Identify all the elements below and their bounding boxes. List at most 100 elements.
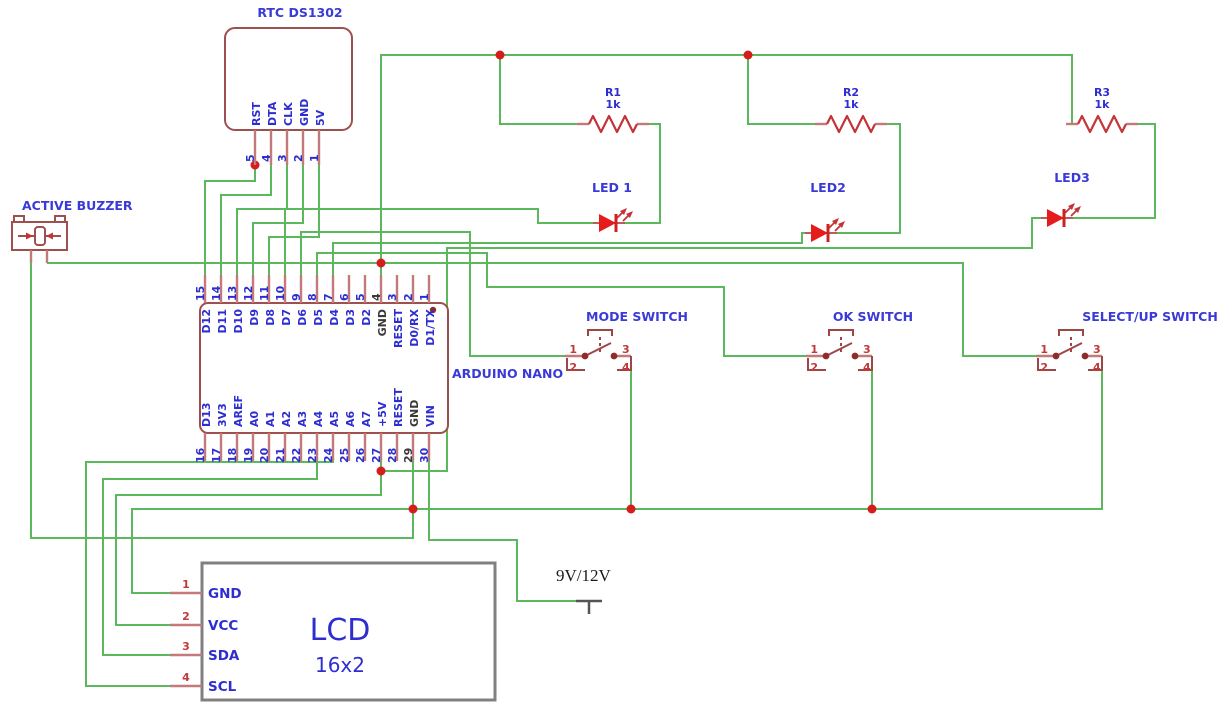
- switch-pin-number: 1: [569, 343, 577, 356]
- resistor-zigzag: [588, 114, 638, 134]
- arduino-bottom-pin-number: 21: [274, 448, 287, 463]
- ok-switch-label: OK SWITCH: [833, 309, 913, 324]
- led2-component: LED2: [805, 180, 846, 242]
- switch-bracket-right: [858, 356, 873, 371]
- wire-r1-feed: [499, 55, 577, 125]
- arduino-bottom-pin-number: 27: [370, 448, 383, 463]
- led-label: LED3: [1054, 170, 1090, 185]
- wire-r1-led1: [625, 123, 661, 224]
- led-label: LED 1: [592, 180, 632, 195]
- arduino-component: ARDUINO NANO: [199, 302, 563, 434]
- arduino-bottom-pin-number: 25: [338, 448, 351, 463]
- rtc-pin-number: 3: [276, 154, 289, 162]
- resistor-zigzag: [1077, 114, 1127, 134]
- arduino-bottom-pin-label: A6: [344, 410, 357, 427]
- lcd-pin-label: GND: [208, 586, 242, 602]
- rtc-pin-number: 2: [292, 154, 305, 162]
- arduino-bottom-pin-number: 19: [242, 448, 255, 463]
- arduino-top-pin-number: 1: [418, 293, 431, 301]
- wire-mode-feed: [300, 231, 566, 357]
- wire-r2-feed: [747, 55, 815, 125]
- junction-dot: [408, 504, 418, 514]
- resistor-value: 1k: [1095, 98, 1111, 111]
- arduino-bottom-pin-label: A4: [312, 410, 325, 427]
- wire-buzzer-select-feed: [47, 262, 1037, 357]
- wire-gnd-rail: [131, 370, 1103, 594]
- arduino-top-pin-number: 6: [338, 293, 351, 301]
- switch-contact: [822, 352, 830, 360]
- junction-dot: [867, 504, 877, 514]
- led3-component: LED3: [1041, 170, 1090, 227]
- junction-dots: [250, 50, 877, 514]
- ok-switch-component: [806, 329, 873, 371]
- arduino-bottom-pin-number: 29: [402, 448, 415, 463]
- lcd-subtitle: 16x2: [315, 653, 365, 677]
- arduino-bottom-pin-number: 17: [210, 448, 223, 463]
- switch-pin-number: 2: [810, 361, 818, 374]
- select-up-switch-component: [1036, 329, 1103, 371]
- led-ray-head: [838, 221, 845, 228]
- switch-cap: [1058, 329, 1084, 336]
- arduino-top-pin-label: D5: [312, 309, 325, 326]
- arduino-top-pin-number: 12: [242, 286, 255, 301]
- switch-contact: [581, 352, 589, 360]
- arduino-top-pin-number: 4: [370, 293, 383, 301]
- switch-pin-number: 3: [863, 343, 871, 356]
- rtc-pin-label: DTA: [266, 101, 279, 126]
- arduino-bottom-pin-label: D13: [200, 403, 213, 427]
- wire-a4-sda: [102, 461, 318, 656]
- led-ray-head: [620, 208, 627, 215]
- arduino-bottom-pin-label: A0: [248, 410, 261, 427]
- switch-pin-number: 1: [810, 343, 818, 356]
- arduino-bottom-pin-label: GND: [408, 400, 421, 427]
- arduino-top-pin-label: D11: [216, 309, 229, 333]
- junction-dot: [743, 50, 753, 60]
- arduino-top-pin-label: D7: [280, 309, 293, 326]
- switch-contact: [851, 352, 859, 360]
- buzzer-piezo-element: [34, 226, 46, 246]
- arduino-bottom-pin-label: A2: [280, 411, 293, 427]
- buzzer-label: ACTIVE BUZZER: [22, 198, 133, 213]
- arduino-top-pin-number: 14: [210, 285, 223, 301]
- lcd-pin-number: 1: [182, 578, 190, 591]
- resistor-r1: R1 1k: [577, 86, 649, 134]
- arduino-top-pin-label: D3: [344, 309, 357, 326]
- led-triangle-icon: [811, 224, 828, 242]
- arduino-top-pin-label: D8: [264, 309, 277, 326]
- arduino-top-pin-number: 7: [322, 293, 335, 301]
- switch-bracket-right: [617, 356, 632, 371]
- arduino-pin1-marker: [429, 306, 437, 314]
- arduino-bottom-pin-number: 16: [194, 447, 207, 463]
- lcd-title: LCD: [310, 613, 371, 648]
- arduino-body: [199, 302, 449, 434]
- arduino-top-pin-label: RESET: [392, 309, 405, 348]
- arduino-top-pin-number: 2: [402, 293, 415, 301]
- resistor-r3: R3 1k: [1066, 86, 1138, 134]
- junction-dot: [376, 258, 386, 268]
- lcd-pin-number: 2: [182, 610, 190, 623]
- power-terminal: 9V/12V: [556, 566, 612, 614]
- led-ray-head: [626, 211, 633, 218]
- rtc-pin-number: 1: [308, 154, 321, 162]
- junction-dot: [626, 504, 636, 514]
- led-triangle-icon: [1047, 209, 1064, 227]
- arduino-bottom-pin-label: +5V: [376, 401, 389, 427]
- switch-pin-number: 1: [1040, 343, 1048, 356]
- arduino-top-pin-label: D2: [360, 309, 373, 326]
- buzzer-arrow-left-icon: [26, 232, 33, 240]
- resistor-zigzag: [826, 114, 876, 134]
- arduino-bottom-pin-label: 3V3: [216, 403, 229, 427]
- switch-cap: [587, 329, 613, 336]
- rtc-pin-label: 5V: [314, 109, 327, 126]
- resistor-name: R1: [605, 86, 621, 99]
- switch-bracket-left: [1037, 358, 1056, 371]
- wire-rtc-dta: [220, 165, 272, 275]
- lcd-pin-label: SDA: [208, 648, 240, 664]
- arduino-top-pin-number: 8: [306, 293, 319, 301]
- wire-led3-r3: [1073, 123, 1156, 219]
- arduino-top-pin-label: D6: [296, 309, 309, 326]
- resistor-value: 1k: [844, 98, 860, 111]
- lcd-pin-label: VCC: [208, 618, 238, 634]
